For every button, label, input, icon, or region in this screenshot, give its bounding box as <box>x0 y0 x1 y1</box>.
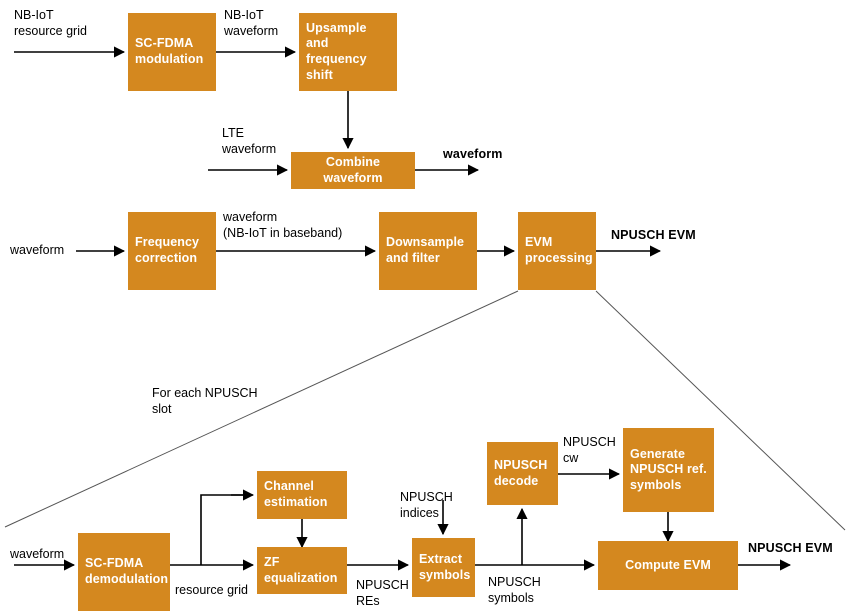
label-npusch-evm-mid: NPUSCH EVM <box>611 228 696 242</box>
block-downsample-and-filter[interactable]: Downsample and filter <box>379 212 477 290</box>
block-frequency-correction[interactable]: Frequency correction <box>128 212 216 290</box>
label-lte-waveform: LTE waveform <box>222 126 277 156</box>
block-label: ZF equalization <box>264 554 338 585</box>
block-label: NPUSCH decode <box>494 457 548 488</box>
block-sc-fdma-modulation[interactable]: SC-FDMA modulation <box>128 13 216 91</box>
label-npusch-evm-bottom: NPUSCH EVM <box>748 541 833 555</box>
block-upsample-frequency-shift[interactable]: Upsample and frequency shift <box>299 13 397 91</box>
label-npusch-res: NPUSCH REs <box>356 578 409 608</box>
block-sc-fdma-demodulation[interactable]: SC-FDMA demodulation <box>78 533 170 611</box>
block-label: Combine waveform <box>323 154 383 185</box>
block-label: SC-FDMA modulation <box>135 36 204 66</box>
label-waveform-output: waveform <box>443 147 503 161</box>
label-for-each-npusch-slot: For each NPUSCH slot <box>152 386 258 416</box>
block-label: Downsample and filter <box>386 235 465 265</box>
block-compute-evm[interactable]: Compute EVM <box>598 541 738 590</box>
block-label: EVM processing <box>525 235 593 265</box>
label-npusch-symbols: NPUSCH symbols <box>488 575 541 605</box>
block-combine-waveform[interactable]: Combine waveform <box>291 152 415 189</box>
label-waveform-input-mid: waveform <box>10 243 65 257</box>
block-generate-npusch-ref-symbols[interactable]: Generate NPUSCH ref. symbols <box>623 428 714 512</box>
label-npusch-indices: NPUSCH indices <box>400 490 453 520</box>
label-nbiot-waveform: NB-IoT waveform <box>224 8 279 38</box>
block-label: Frequency correction <box>135 235 200 265</box>
label-resource-grid: resource grid <box>175 583 248 597</box>
block-label: Extract symbols <box>419 551 471 582</box>
label-nbiot-resource-grid: NB-IoT resource grid <box>14 8 87 38</box>
branch-resourcegrid-to-chanest <box>200 494 248 565</box>
block-zf-equalization[interactable]: ZF equalization <box>257 547 347 594</box>
block-label: Channel estimation <box>264 479 328 509</box>
block-npusch-decode[interactable]: NPUSCH decode <box>487 442 558 505</box>
block-extract-symbols[interactable]: Extract symbols <box>412 538 475 597</box>
block-label: Upsample and frequency shift <box>306 20 367 82</box>
block-evm-processing[interactable]: EVM processing <box>518 212 596 290</box>
label-waveform-nbiot-baseband: waveform (NB-IoT in baseband) <box>223 210 343 240</box>
label-waveform-input-bottom: waveform <box>10 547 65 561</box>
block-channel-estimation[interactable]: Channel estimation <box>257 471 347 519</box>
block-label: SC-FDMA demodulation <box>85 556 169 586</box>
block-label: Generate NPUSCH ref. symbols <box>630 446 707 492</box>
block-label: Compute EVM <box>625 557 711 572</box>
label-npusch-cw: NPUSCH cw <box>563 435 616 465</box>
